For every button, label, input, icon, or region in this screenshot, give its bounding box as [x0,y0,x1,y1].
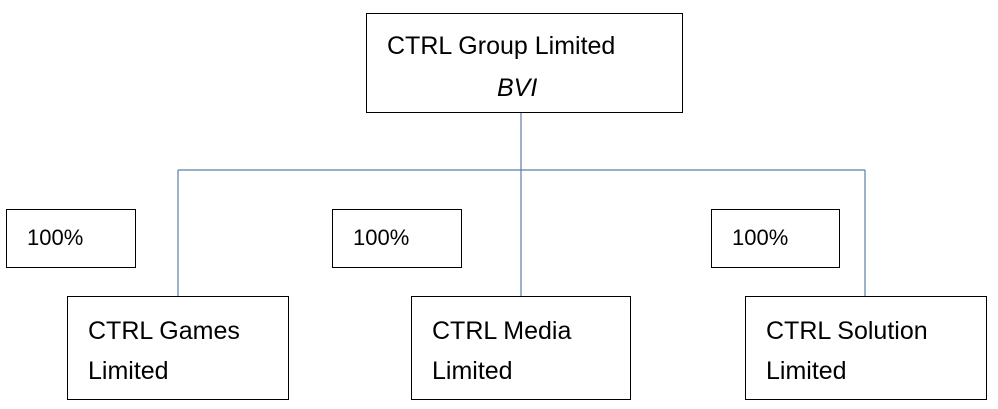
ownership-box-solution: 100% [711,209,840,268]
ownership-percent: 100% [732,225,789,250]
subsidiary-name: CTRL Media Limited [432,317,572,385]
ownership-box-media: 100% [332,209,462,268]
subsidiary-box-solution: CTRL Solution Limited [745,296,987,400]
subsidiary-name: CTRL Solution Limited [766,317,928,385]
parent-entity-jurisdiction: BVI [497,74,538,102]
ownership-box-games: 100% [6,209,136,268]
subsidiary-box-media: CTRL Media Limited [411,296,631,400]
subsidiary-box-games: CTRL Games Limited [67,296,289,400]
ownership-percent: 100% [353,225,410,250]
parent-entity-name: CTRL Group Limited [387,32,616,60]
subsidiary-name: CTRL Games Limited [88,317,240,385]
ownership-percent: 100% [27,225,84,250]
parent-entity-box: CTRL Group Limited BVI [366,13,683,113]
